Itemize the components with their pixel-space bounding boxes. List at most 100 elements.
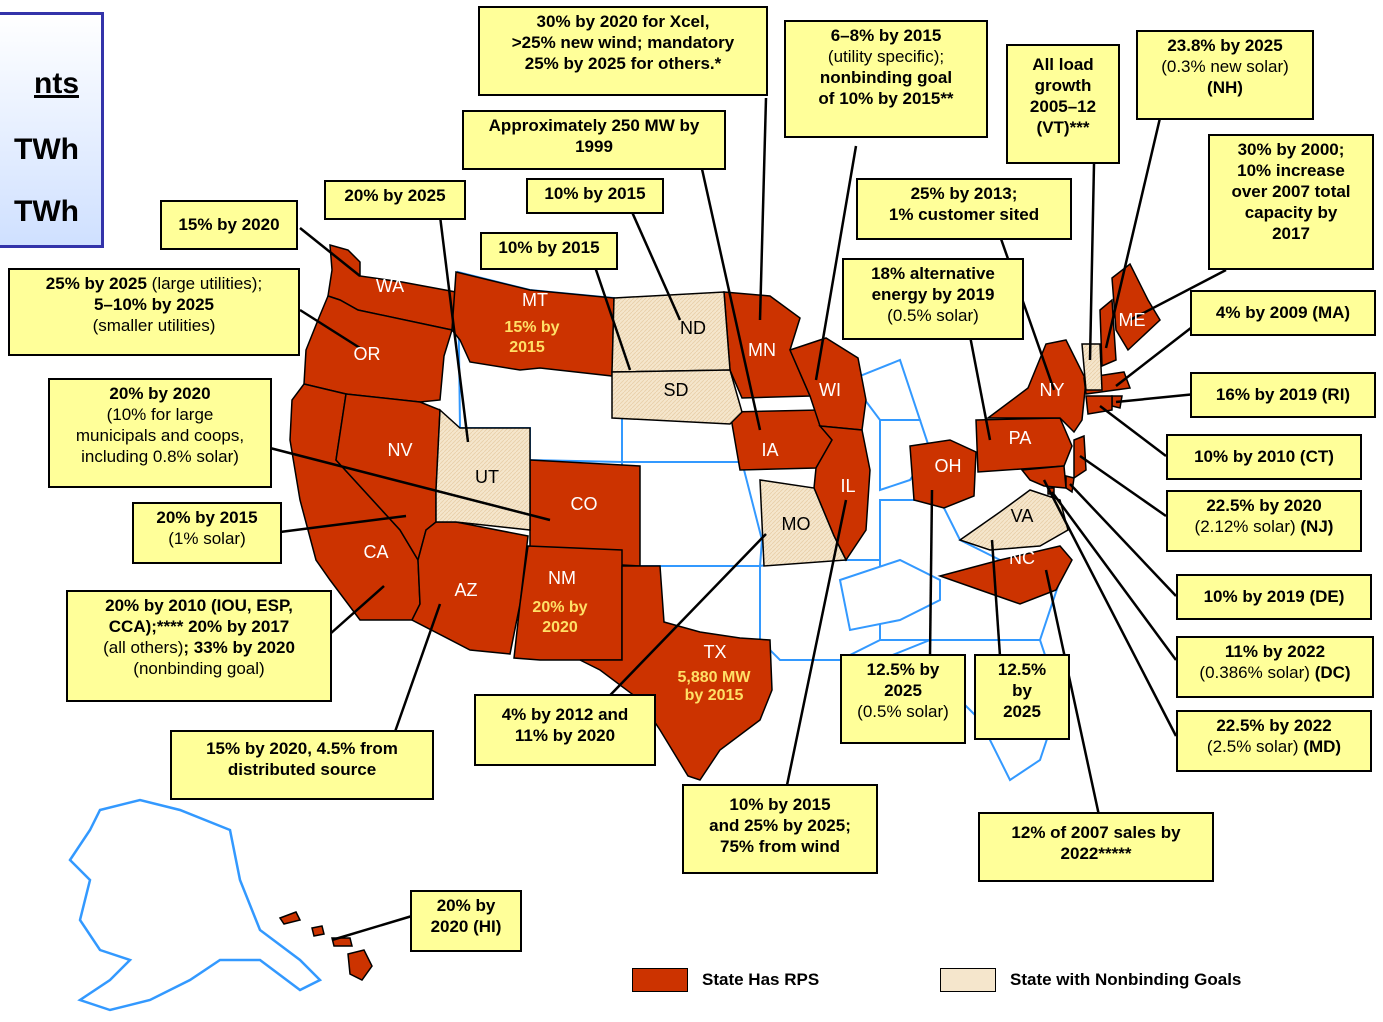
label-ca: CA	[363, 542, 388, 562]
state-md	[1020, 465, 1067, 489]
label-nv: NV	[387, 440, 412, 460]
callout-va-line-3: 2025	[1003, 702, 1041, 721]
callout-or-line-2: (large utilities);	[146, 274, 263, 293]
callout-mo: 4% by 2012 and 11% by 2020	[474, 694, 656, 766]
label-sd: SD	[663, 380, 688, 400]
label-ut: UT	[475, 467, 499, 487]
callout-vt: All load growth 2005–12 (VT)***	[1006, 44, 1120, 164]
label-ia: IA	[761, 440, 778, 460]
nonbinding-states	[435, 291, 1103, 567]
legend-nonbinding: State with Nonbinding Goals	[940, 968, 1241, 992]
callout-hi-line-1: 20% by	[436, 896, 496, 915]
callout-dc-line-3: (DC)	[1314, 663, 1351, 682]
callout-il-line-2: and 25% by 2025;	[709, 816, 851, 835]
callout-or-line-4: (smaller utilities)	[92, 316, 216, 335]
state-ut	[435, 408, 531, 531]
callout-me-line-2: 10% increase	[1237, 161, 1345, 180]
callout-co-line-1: 20% by 2020	[109, 384, 211, 403]
callout-nh-line-2: (0.3% new solar)	[1161, 57, 1289, 76]
state-ny	[985, 339, 1087, 434]
state-hi	[278, 911, 373, 981]
state-ak	[68, 798, 323, 1012]
callout-ia-text: Approximately 250 MW by 1999	[488, 116, 700, 156]
state-oh	[909, 439, 977, 509]
callout-me-line-3: over 2007 total	[1231, 182, 1351, 201]
callout-ia: Approximately 250 MW by 1999	[462, 110, 726, 170]
callout-co-line-3: municipals and coops,	[75, 426, 245, 445]
label-nd: ND	[680, 318, 706, 338]
state-nd	[611, 291, 731, 373]
callout-ri: 16% by 2019 (RI)	[1190, 372, 1376, 418]
callout-vt-line-2: growth	[1034, 76, 1092, 95]
callout-nj: 22.5% by 2020 (2.12% solar) (NJ)	[1166, 490, 1362, 552]
note-tx-2: by 2015	[685, 687, 744, 704]
callout-nh: 23.8% by 2025 (0.3% new solar) (NH)	[1136, 30, 1314, 120]
callout-nj-line-2: (2.12% solar)	[1194, 517, 1296, 536]
callout-ny: 25% by 2013; 1% customer sited	[856, 178, 1072, 240]
label-pa: PA	[1009, 428, 1032, 448]
callout-mn: 30% by 2020 for Xcel, >25% new wind; man…	[478, 6, 768, 96]
callout-dc-line-2: (0.386% solar)	[1199, 663, 1310, 682]
legend-nonbinding-swatch	[940, 968, 996, 992]
callout-wi-line-2: (utility specific);	[827, 47, 945, 66]
callout-nv: 20% by 2015 (1% solar)	[132, 502, 282, 564]
callout-oh-line-2: 2025	[884, 681, 922, 700]
legend-rps-label: State Has RPS	[702, 970, 820, 989]
label-co: CO	[571, 494, 598, 514]
legend-rps-swatch	[632, 968, 688, 992]
callout-or: 25% by 2025 (large utilities); 5–10% by …	[8, 268, 300, 356]
callout-ca: 20% by 2010 (IOU, ESP, CCA);**** 20% by …	[66, 590, 332, 702]
callout-va-line-1: 12.5%	[997, 660, 1047, 679]
callout-il-line-3: 75% from wind	[720, 837, 840, 856]
state-sd	[611, 369, 743, 425]
state-mo	[759, 479, 848, 567]
callout-az-line-2: distributed source	[227, 760, 377, 779]
title-line-3: TWh	[14, 195, 79, 228]
state-or	[303, 295, 453, 403]
callout-de: 10% by 2019 (DE)	[1176, 574, 1372, 620]
callout-md-line-3: (MD)	[1303, 737, 1342, 756]
callout-nc: 12% of 2007 sales by 2022*****	[978, 812, 1214, 882]
callout-md: 22.5% by 2022 (2.5% solar) (MD)	[1176, 710, 1372, 772]
title-box: nts TWh TWh	[0, 12, 104, 248]
label-ny: NY	[1039, 380, 1064, 400]
callout-co-line-2: (10% for large	[106, 405, 214, 424]
label-nm: NM	[548, 568, 576, 588]
rps-states	[289, 243, 1161, 781]
leader-lines	[269, 97, 1227, 942]
state-ia	[729, 409, 833, 471]
label-oh: OH	[935, 456, 962, 476]
callout-nd: 10% by 2015	[526, 178, 664, 214]
callout-vt-line-1: All load	[1032, 55, 1094, 74]
legend-rps: State Has RPS	[632, 968, 819, 992]
callout-wi: 6–8% by 2015 (utility specific); nonbind…	[784, 20, 988, 138]
label-va: VA	[1011, 506, 1034, 526]
callout-ca-line-5: (nonbinding goal)	[133, 659, 265, 678]
label-wa: WA	[376, 276, 404, 296]
callout-pa: 18% alternative energy by 2019 (0.5% sol…	[842, 258, 1024, 340]
title-line-1: nts	[34, 67, 79, 100]
state-labels: WA OR CA NV UT AZ MT CO NM TX ND SD MN I…	[354, 276, 1146, 704]
callout-co-line-4: including 0.8% solar)	[81, 447, 239, 466]
callout-mn-line-1: 30% by 2020 for Xcel,	[536, 12, 710, 31]
state-az	[410, 521, 529, 655]
callout-wa-text: 15% by 2020	[178, 215, 280, 234]
note-mt-1: 15% by	[504, 319, 559, 336]
callout-nc-line-1: 12% of 2007 sales by	[1011, 823, 1181, 842]
callout-nh-line-1: 23.8% by 2025	[1167, 36, 1283, 55]
callout-wa: 15% by 2020	[160, 200, 298, 250]
callout-pa-line-1: 18% alternative	[871, 264, 995, 283]
callout-mn-line-2: >25% new wind; mandatory	[511, 33, 735, 52]
callout-nv-line-2: (1% solar)	[168, 529, 246, 548]
callout-pa-line-3: (0.5% solar)	[887, 306, 979, 325]
callout-or-line-1: 25% by 2025	[45, 274, 147, 293]
note-nm-2: 2020	[542, 619, 578, 636]
callout-mo-line-2: 11% by 2020	[514, 726, 616, 745]
callout-mn-line-3: 25% by 2025 for others.*	[524, 54, 722, 73]
callout-ct: 10% by 2010 (CT)	[1166, 434, 1362, 480]
callout-oh-line-3: (0.5% solar)	[857, 702, 949, 721]
state-va	[958, 489, 1069, 551]
callout-va: 12.5% by 2025	[974, 654, 1070, 740]
callout-hi-line-2: 2020 (HI)	[430, 917, 502, 936]
callout-de-text: 10% by 2019 (DE)	[1203, 587, 1345, 606]
